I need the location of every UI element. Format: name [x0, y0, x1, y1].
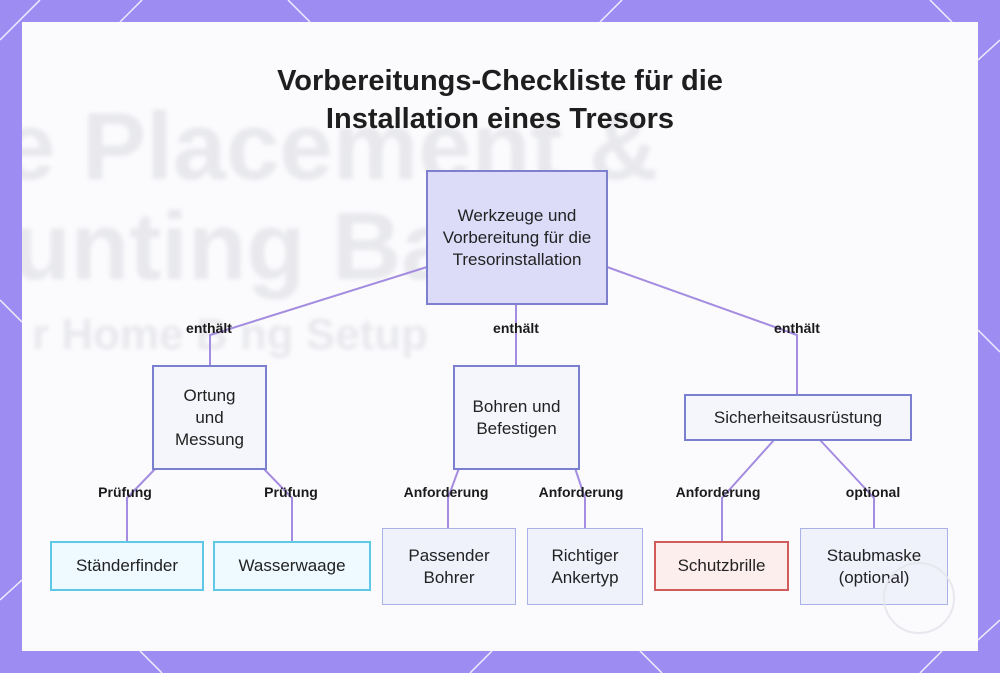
edge-label-root-ortung: enthält [186, 320, 232, 336]
node-wasserwaage: Wasserwaage [213, 541, 371, 591]
edge-label-ortung-staender: Prüfung [98, 484, 152, 500]
edge-label-sicherheit-brille: Anforderung [676, 484, 761, 500]
link-ortung-wasser [263, 468, 292, 541]
diagram-card: e Placement & unting Bas r Home B ng Set… [22, 22, 978, 651]
root-node: Werkzeuge und Vorbereitung für die Treso… [426, 170, 608, 305]
edge-label-sicherheit-maske: optional [846, 484, 900, 500]
node-staenderfinder: Ständerfinder [50, 541, 204, 591]
edge-label-root-bohren: enthält [493, 320, 539, 336]
watermark-logo [883, 562, 955, 634]
node-ortung: Ortung und Messung [152, 365, 267, 470]
link-ortung-staender [127, 468, 156, 541]
node-passender-bohrer: Passender Bohrer [382, 528, 516, 605]
link-root-ortung [210, 267, 427, 366]
node-schutzbrille: Schutzbrille [654, 541, 789, 591]
edge-label-root-sicherheit: enthält [774, 320, 820, 336]
node-bohren: Bohren und Befestigen [453, 365, 580, 470]
node-sicherheit: Sicherheitsausrüstung [684, 394, 912, 441]
edge-label-ortung-wasser: Prüfung [264, 484, 318, 500]
node-ankertyp: Richtiger Ankertyp [527, 528, 643, 605]
edge-label-bohren-bohrer: Anforderung [404, 484, 489, 500]
link-root-sicherheit [607, 267, 797, 394]
edge-label-bohren-anker: Anforderung [539, 484, 624, 500]
